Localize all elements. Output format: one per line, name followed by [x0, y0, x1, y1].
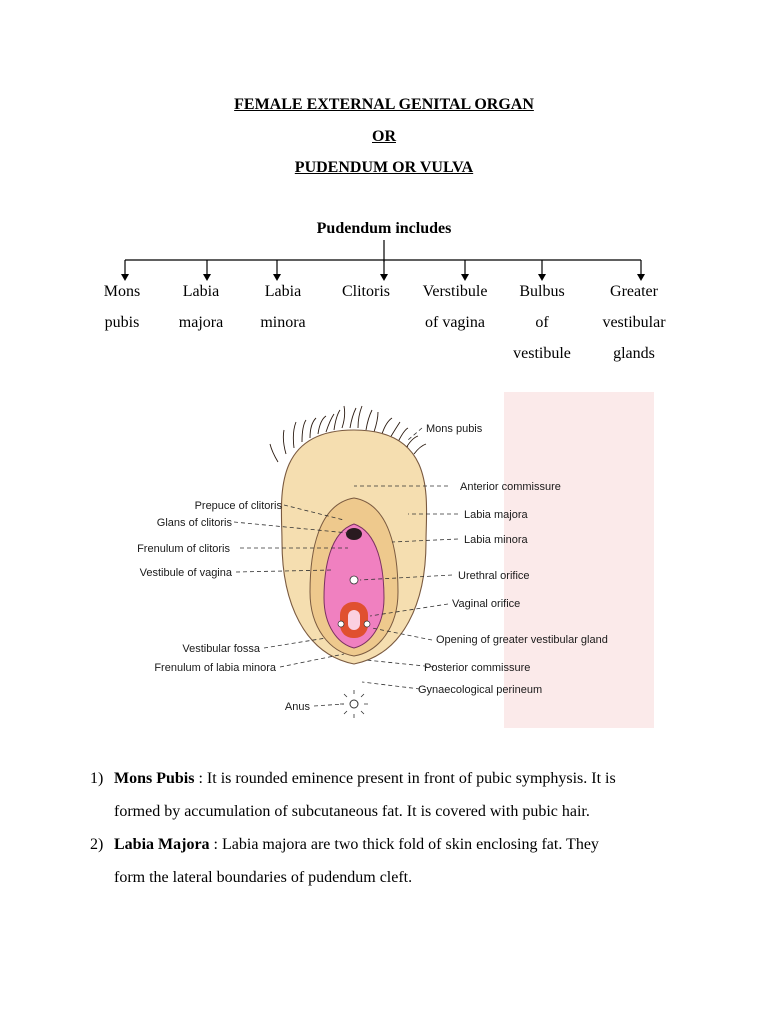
label-vestibule-of-vagina: Vestibule of vagina — [140, 567, 233, 579]
label-glans-of-clitoris: Glans of clitoris — [157, 517, 233, 529]
note-number: 1) — [90, 762, 103, 795]
right-vestibular-gland-opening — [364, 621, 370, 627]
note-item: 2) Labia Majora : Labia majora are two t… — [90, 828, 690, 894]
note-line-1: : It is rounded eminence present in fron… — [194, 770, 615, 787]
note-term: Labia Majora — [114, 836, 210, 853]
vulva-diagram: Mons pubis Anterior commissure Labia maj… — [108, 392, 654, 728]
label-vestibular-fossa: Vestibular fossa — [182, 643, 261, 655]
label-urethral-orifice: Urethral orifice — [458, 570, 530, 582]
label-prepuce-of-clitoris: Prepuce of clitoris — [195, 500, 283, 512]
note-item: 1) Mons Pubis : It is rounded eminence p… — [90, 762, 690, 828]
label-frenulum-of-clitoris: Frenulum of clitoris — [137, 543, 230, 555]
label-gynaecological-perineum: Gynaecological perineum — [418, 684, 542, 696]
note-line-2: formed by accumulation of subcutaneous f… — [114, 803, 590, 820]
tree-connector-lines — [0, 0, 768, 300]
label-greater-vestibular-gland: Opening of greater vestibular gland — [436, 634, 608, 646]
diagram-background — [504, 392, 654, 728]
label-labia-majora: Labia majora — [464, 509, 528, 521]
note-number: 2) — [90, 828, 103, 861]
label-posterior-commissure: Posterior commissure — [424, 662, 530, 674]
label-labia-minora: Labia minora — [464, 534, 528, 546]
glans-of-clitoris — [346, 528, 362, 540]
label-anus: Anus — [285, 701, 311, 713]
hymen-ring — [348, 610, 360, 630]
label-frenulum-of-labia-minora: Frenulum of labia minora — [154, 662, 277, 674]
notes-list: 1) Mons Pubis : It is rounded eminence p… — [90, 762, 690, 894]
note-line-2: form the lateral boundaries of pudendum … — [114, 869, 412, 886]
label-mons-pubis: Mons pubis — [426, 423, 483, 435]
left-vestibular-gland-opening — [338, 621, 344, 627]
urethral-orifice — [350, 576, 358, 584]
label-anterior-commissure: Anterior commissure — [460, 481, 561, 493]
label-vaginal-orifice: Vaginal orifice — [452, 598, 520, 610]
note-term: Mons Pubis — [114, 770, 194, 787]
note-line-1: : Labia majora are two thick fold of ski… — [210, 836, 599, 853]
